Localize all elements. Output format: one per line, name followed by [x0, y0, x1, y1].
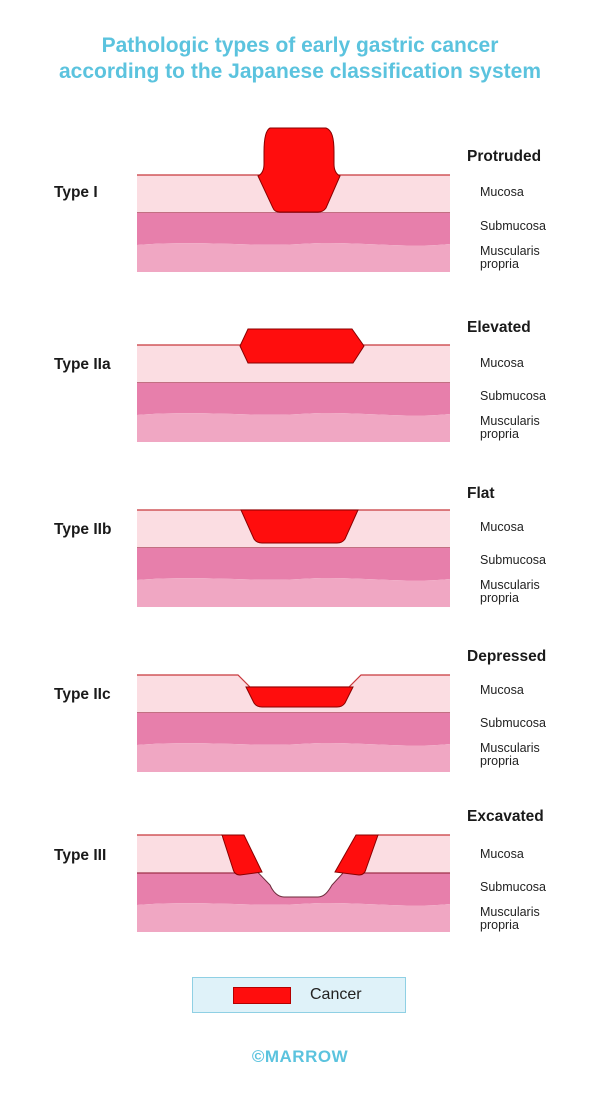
type-i-tissue-illustration: [137, 127, 450, 272]
type-i-label: Type I: [54, 184, 98, 201]
legend-cancer-swatch: [233, 987, 291, 1004]
type-iia-diagram: Type IIa Elevated Mucosa Submucosa Muscu…: [0, 290, 600, 450]
type-iii-mucosa-label: Mucosa: [480, 847, 524, 861]
type-iic-mucosa-label: Mucosa: [480, 683, 524, 697]
type-iia-cancer-lesion: [239, 328, 365, 364]
type-iic-morphology: Depressed: [467, 648, 547, 665]
type-iib-mucosa-label: Mucosa: [480, 520, 524, 534]
type-iia-tissue-illustration: [137, 328, 450, 442]
type-i-diagram: Type I Protruded Mucosa Submucosa Muscul…: [0, 120, 600, 280]
type-iib-diagram: Type IIb Flat Mucosa Submucosa Musculari…: [0, 455, 600, 615]
legend: Cancer: [192, 977, 406, 1013]
type-iib-label: Type IIb: [54, 521, 112, 538]
type-iii-cancer-lesion-left: [221, 834, 263, 876]
type-iib-morphology: Flat: [467, 485, 495, 502]
type-iia-morphology: Elevated: [467, 319, 531, 336]
type-iib-cancer-lesion: [240, 509, 359, 544]
figure-title: Pathologic types of early gastric cancer…: [0, 33, 600, 85]
type-iic-cancer-lesion: [245, 686, 354, 708]
type-i-submucosa-label: Submucosa: [480, 219, 547, 233]
type-iia-submucosa-label: Submucosa: [480, 389, 547, 403]
type-iib-tissue-illustration: [137, 509, 450, 607]
type-iic-label: Type IIc: [54, 686, 111, 703]
type-iia-mucosa-label: Mucosa: [480, 356, 524, 370]
type-iic-diagram: Type IIc Depressed Mucosa Submucosa Musc…: [0, 620, 600, 780]
marrow-logo: ©MARROW: [251, 1047, 349, 1066]
legend-cancer-label: Cancer: [310, 986, 362, 1003]
type-iia-label: Type IIa: [54, 356, 111, 373]
type-iic-submucosa-label: Submucosa: [480, 716, 547, 730]
type-iii-morphology: Excavated: [467, 808, 544, 825]
type-iib-submucosa-label: Submucosa: [480, 553, 547, 567]
type-iii-label: Type III: [54, 847, 107, 864]
type-iii-diagram: Type III Excavated Mucosa Submucosa Musc…: [0, 780, 600, 940]
type-iii-submucosa-label: Submucosa: [480, 880, 547, 894]
type-iii-cancer-lesion-right: [334, 834, 379, 876]
type-iii-tissue-illustration: [137, 834, 450, 932]
title-line-2: according to the Japanese classification…: [58, 60, 541, 83]
type-i-cancer-lesion: [257, 127, 341, 213]
type-i-mucosa-label: Mucosa: [480, 185, 524, 199]
type-i-morphology: Protruded: [467, 148, 542, 165]
title-line-1: Pathologic types of early gastric cancer: [101, 34, 499, 57]
type-iic-tissue-illustration: [137, 674, 450, 772]
